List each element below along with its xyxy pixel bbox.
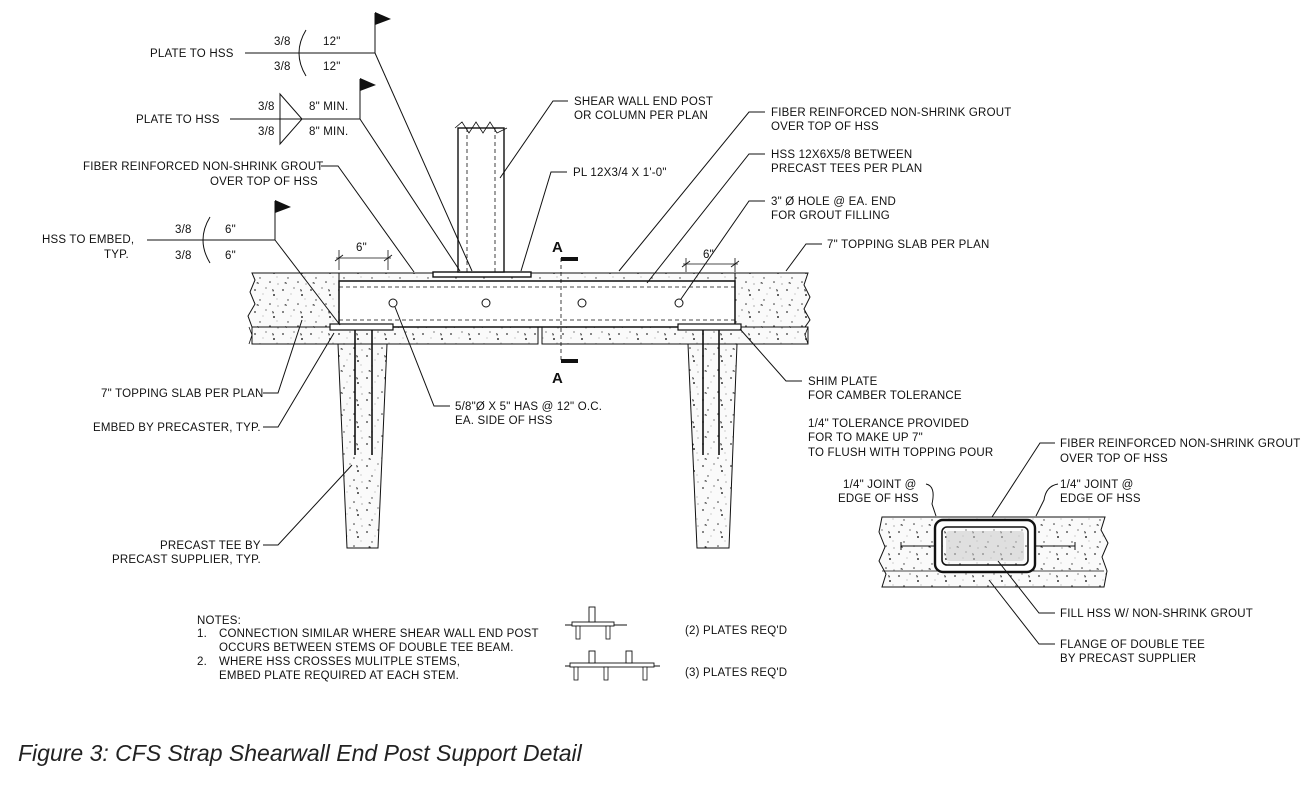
callout-grout-left: FIBER REINFORCED NON-SHRINK GROUT OVER T… xyxy=(83,161,415,273)
note-number: 1. xyxy=(197,628,207,640)
dimension-text: 6" xyxy=(356,242,367,254)
callout-hss: HSS 12X6X5/8 BETWEEN PRECAST TEES PER PL… xyxy=(646,149,922,284)
callout-text: PRECAST TEE BY xyxy=(160,540,261,552)
callout-text: SHIM PLATE xyxy=(808,376,878,388)
callout-text: EDGE OF HSS xyxy=(838,493,919,505)
weld-size: 3/8 xyxy=(175,250,192,262)
callout-text: SHEAR WALL END POST xyxy=(574,96,713,108)
callout-text: FOR TO MAKE UP 7" xyxy=(808,432,923,444)
weld-symbol-2: PLATE TO HSS 3/8 3/8 8" MIN. 8" MIN. xyxy=(136,78,461,272)
callout-text: OVER TOP OF HSS xyxy=(771,121,879,133)
dimension-left: 6" xyxy=(334,242,393,270)
weld-length: 6" xyxy=(225,250,236,262)
weld-size: 3/8 xyxy=(258,126,275,138)
callout-text: 7" TOPPING SLAB PER PLAN xyxy=(827,239,990,251)
callout-plate: PL 12X3/4 X 1'-0" xyxy=(520,167,667,272)
callout-text: 1/4" JOINT @ xyxy=(1060,479,1134,491)
callout-text: EDGE OF HSS xyxy=(1060,493,1141,505)
callout-text: FOR GROUT FILLING xyxy=(771,210,890,222)
callout-text: TO FLUSH WITH TOPPING POUR xyxy=(808,447,993,459)
callout-end-post: SHEAR WALL END POST OR COLUMN PER PLAN xyxy=(499,96,713,179)
notes-heading: NOTES: xyxy=(197,615,241,627)
weld-size: 3/8 xyxy=(274,61,291,73)
weld-length: 8" MIN. xyxy=(309,126,348,138)
weld-length: 8" MIN. xyxy=(309,101,348,113)
grout-hole xyxy=(674,298,684,308)
callout-text: HSS 12X6X5/8 BETWEEN xyxy=(771,149,912,161)
callout-topping-right: 7" TOPPING SLAB PER PLAN xyxy=(785,239,990,272)
callout-text: FLANGE OF DOUBLE TEE xyxy=(1060,639,1205,651)
callout-text: FIBER REINFORCED NON-SHRINK GROUT xyxy=(83,161,323,173)
weld-length: 12" xyxy=(323,36,340,48)
callout-text: PL 12X3/4 X 1'-0" xyxy=(573,167,667,179)
weld-length: 12" xyxy=(323,61,340,73)
callout-text: PRECAST TEES PER PLAN xyxy=(771,163,922,175)
callout-shim: SHIM PLATE FOR CAMBER TOLERANCE xyxy=(739,328,962,402)
callout-text: 5/8"Ø X 5" HAS @ 12" O.C. xyxy=(455,401,602,413)
section-marker-top: A xyxy=(552,239,563,256)
figure-caption: Figure 3: CFS Strap Shearwall End Post S… xyxy=(18,740,582,766)
plate-diagram-2: (2) PLATES REQ'D xyxy=(565,606,787,640)
callout-text: 7" TOPPING SLAB PER PLAN xyxy=(101,388,264,400)
topping-slab xyxy=(247,272,340,328)
callout-text: 1/4" TOLERANCE PROVIDED xyxy=(808,418,969,430)
callout-text: FIBER REINFORCED NON-SHRINK GROUT xyxy=(1060,438,1300,450)
section-marker-bottom: A xyxy=(552,370,563,387)
weld-symbol-3: HSS TO EMBED, TYP. 3/8 3/8 6" 6" xyxy=(42,200,341,326)
grout-hole xyxy=(388,298,398,308)
steel-plate xyxy=(432,271,532,278)
dimension-text: 6" xyxy=(703,249,714,261)
note-text: EMBED PLATE REQUIRED AT EACH STEM. xyxy=(219,670,459,682)
weld-symbol-1: PLATE TO HSS 3/8 3/8 12" 12" xyxy=(150,12,473,272)
callout-grout-right: FIBER REINFORCED NON-SHRINK GROUT OVER T… xyxy=(618,107,1011,272)
callout-text: OVER TOP OF HSS xyxy=(210,176,318,188)
tolerance-note: 1/4" TOLERANCE PROVIDED FOR TO MAKE UP 7… xyxy=(808,418,993,459)
callout-topping-left: 7" TOPPING SLAB PER PLAN xyxy=(101,319,303,400)
callout-text: FOR CAMBER TOLERANCE xyxy=(808,390,962,402)
note-text: WHERE HSS CROSSES MULITPLE STEMS, xyxy=(219,656,460,668)
callout-precast-tee: PRECAST TEE BY PRECAST SUPPLIER, TYP. xyxy=(112,464,353,566)
callout-grout-hole: 3" Ø HOLE @ EA. END FOR GROUT FILLING xyxy=(680,196,896,300)
plate-count-text: (2) PLATES REQ'D xyxy=(685,625,787,637)
embed-plate xyxy=(677,323,742,331)
weld-label: PLATE TO HSS xyxy=(150,48,234,60)
weld-label: TYP. xyxy=(104,249,129,261)
dimension-right: 6" xyxy=(681,249,740,272)
callout-text: FILL HSS W/ NON-SHRINK GROUT xyxy=(1060,608,1253,620)
weld-label: PLATE TO HSS xyxy=(136,114,220,126)
weld-size: 3/8 xyxy=(175,224,192,236)
end-post xyxy=(457,127,505,273)
weld-length: 6" xyxy=(225,224,236,236)
note-text: CONNECTION SIMILAR WHERE SHEAR WALL END … xyxy=(219,628,539,640)
precast-stem-right xyxy=(687,343,738,549)
notes-block: NOTES: 1. CONNECTION SIMILAR WHERE SHEAR… xyxy=(197,615,539,682)
callout-embed: EMBED BY PRECASTER, TYP. xyxy=(93,332,335,434)
note-text: OCCURS BETWEEN STEMS OF DOUBLE TEE BEAM. xyxy=(219,642,514,654)
main-elevation: 6" 6" A A xyxy=(247,121,811,549)
embed-plate xyxy=(329,323,394,331)
callout-text: EMBED BY PRECASTER, TYP. xyxy=(93,422,261,434)
plate-diagram-3: (3) PLATES REQ'D xyxy=(565,650,787,681)
plate-count-text: (3) PLATES REQ'D xyxy=(685,667,787,679)
callout-anchors: 5/8"Ø X 5" HAS @ 12" O.C. EA. SIDE OF HS… xyxy=(394,306,602,427)
note-number: 2. xyxy=(197,656,207,668)
weld-label: HSS TO EMBED, xyxy=(42,234,134,246)
callout-text: PRECAST SUPPLIER, TYP. xyxy=(112,554,261,566)
precast-stem-left xyxy=(337,343,388,549)
callout-text: OVER TOP OF HSS xyxy=(1060,453,1168,465)
callout-text: FIBER REINFORCED NON-SHRINK GROUT xyxy=(771,107,1011,119)
weld-size: 3/8 xyxy=(274,36,291,48)
callout-text: 1/4" JOINT @ xyxy=(843,479,917,491)
callout-text: OR COLUMN PER PLAN xyxy=(574,110,708,122)
section-detail: FIBER REINFORCED NON-SHRINK GROUT OVER T… xyxy=(838,438,1300,665)
callout-text: BY PRECAST SUPPLIER xyxy=(1060,653,1196,665)
weld-size: 3/8 xyxy=(258,101,275,113)
callout-text: EA. SIDE OF HSS xyxy=(455,415,553,427)
hss-member xyxy=(338,280,736,328)
callout-text: 3" Ø HOLE @ EA. END xyxy=(771,196,896,208)
